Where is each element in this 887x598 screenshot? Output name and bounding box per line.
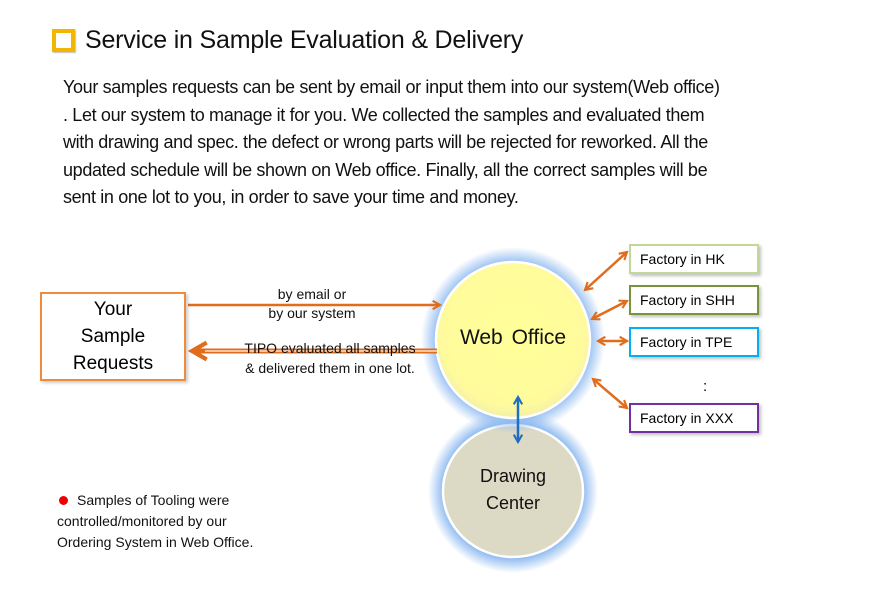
yellow-square-bullet-icon	[52, 28, 75, 52]
web-office-label: Web Office	[459, 326, 567, 349]
intro-line: Your samples requests can be sent by ema…	[63, 77, 720, 97]
intro-line: . Let our system to manage it for you. W…	[63, 104, 705, 125]
red-dot-bullet-icon	[59, 496, 68, 506]
requests-label-line: Requests	[72, 353, 154, 374]
requests-label-line: Sample	[80, 326, 146, 347]
requests-label-line: Your	[93, 299, 133, 320]
edge-office-factory-hk	[583, 250, 629, 292]
page-title: Service in Sample Evaluation & Delivery	[85, 25, 524, 54]
edge-office-factory-xxx	[591, 377, 629, 410]
intro-line: sent in one lot to you, in order to save…	[63, 187, 519, 207]
drawing-center-label-line: Center	[485, 493, 541, 513]
drawing-center-label: Drawing Center	[443, 463, 583, 517]
note-line: controlled/monitored by our	[57, 513, 227, 529]
edge-label-from-office: TIPO evaluated all samples & delivered t…	[220, 338, 440, 378]
intro-paragraph: Your samples requests can be sent by ema…	[63, 74, 853, 212]
intro-line: updated schedule will be shown on Web of…	[63, 159, 708, 180]
factory-hk-node: Factory in HK	[629, 244, 759, 274]
edge-label-to-office: by email or by our system	[222, 285, 402, 323]
edge-label-line: & delivered them in one lot.	[245, 360, 415, 376]
note-line: Ordering System in Web Office.	[57, 534, 254, 550]
more-factories-ellipsis: :	[703, 378, 708, 395]
sample-requests-node: Your Sample Requests	[40, 292, 186, 381]
edge-label-line: TIPO evaluated all samples	[244, 340, 416, 356]
intro-line: with drawing and spec. the defect or wro…	[63, 132, 708, 152]
title-row: Service in Sample Evaluation & Delivery	[52, 24, 523, 56]
tooling-note: Samples of Tooling were controlled/monit…	[57, 490, 317, 553]
edge-office-factory-shh	[590, 299, 629, 321]
factory-xxx-node: Factory in XXX	[629, 403, 759, 433]
factory-shh-node: Factory in SHH	[629, 285, 759, 315]
note-line: Samples of Tooling were	[77, 492, 230, 508]
factory-tpe-node: Factory in TPE	[629, 327, 759, 357]
edge-label-line: by our system	[268, 305, 356, 321]
edge-label-line: by email or	[277, 286, 347, 302]
drawing-center-label-line: Drawing	[479, 466, 547, 486]
